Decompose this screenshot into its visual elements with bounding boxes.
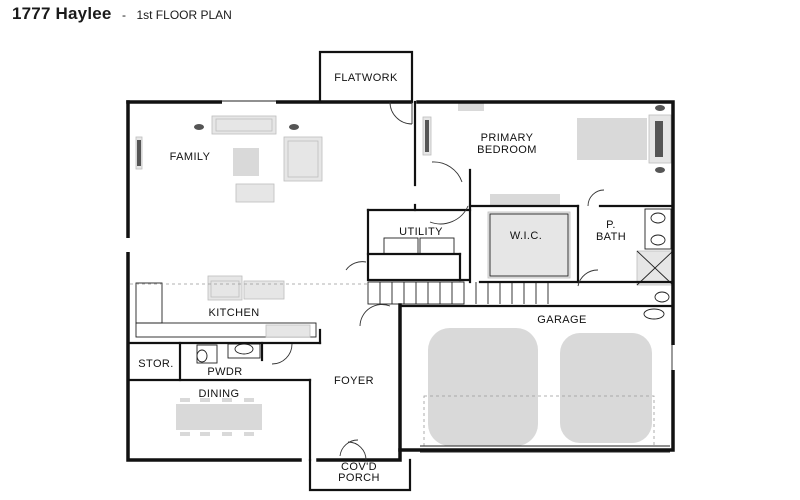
label-primary-bedroom-2: BEDROOM	[477, 144, 537, 156]
title-separator: -	[122, 8, 127, 22]
label-wic: W.I.C.	[510, 230, 542, 242]
label-stor: STOR.	[138, 358, 173, 370]
plan-title: 1777 Haylee - 1st FLOOR PLAN	[12, 4, 232, 24]
label-kitchen: KITCHEN	[208, 307, 259, 319]
label-p-bath-1: P.	[606, 219, 616, 231]
label-garage: GARAGE	[537, 314, 586, 326]
bedroom-furniture	[422, 103, 672, 206]
label-flatwork: FLATWORK	[334, 72, 398, 84]
bath-fixtures	[196, 208, 674, 364]
kitchen-fixtures	[135, 275, 317, 338]
label-porch-2: PORCH	[338, 472, 380, 484]
dining-furniture	[176, 398, 262, 436]
label-porch-1: COV'D	[341, 461, 377, 473]
exterior-walls	[126, 50, 675, 492]
plan-name: 1777 Haylee	[12, 4, 112, 23]
label-family: FAMILY	[170, 151, 211, 163]
label-utility: UTILITY	[399, 226, 443, 238]
plan-subtitle: 1st FLOOR PLAN	[136, 8, 232, 22]
door-swings	[271, 101, 670, 461]
windows	[126, 100, 675, 370]
label-dining: DINING	[199, 388, 240, 400]
label-p-bath-2: BATH	[596, 231, 626, 243]
utility-fixtures	[383, 211, 571, 279]
garage-cars	[423, 328, 655, 447]
label-primary-bedroom-1: PRIMARY	[481, 132, 534, 144]
label-pwdr: PWDR	[207, 366, 242, 378]
interior-walls	[128, 100, 675, 462]
staircase	[130, 281, 549, 305]
label-foyer: FOYER	[334, 375, 374, 387]
family-furniture	[135, 115, 323, 203]
